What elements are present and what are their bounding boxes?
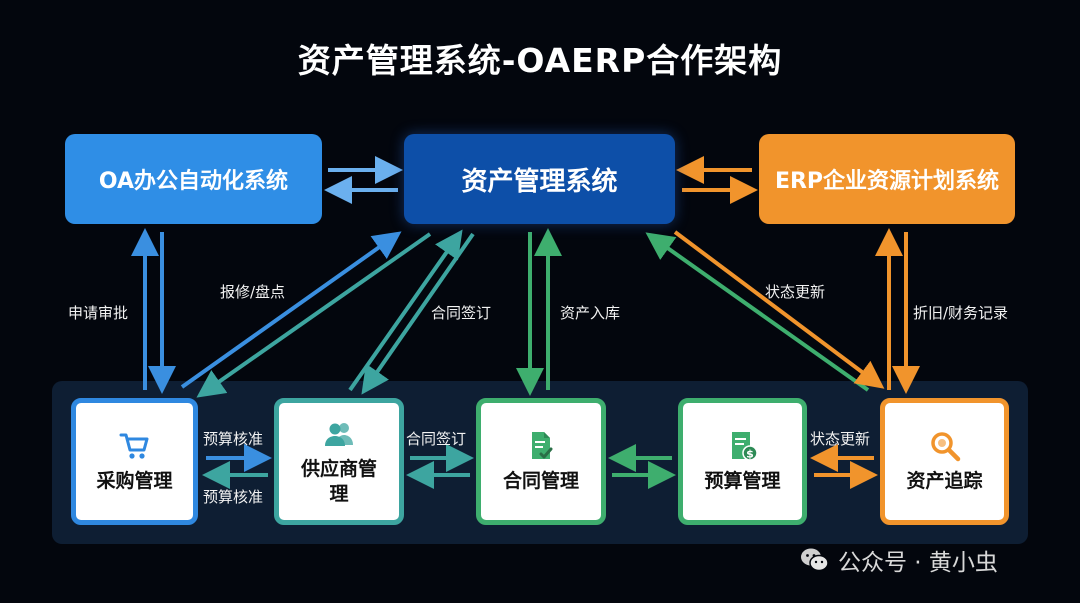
invoice-dollar-icon: $ [731, 432, 758, 461]
shopping-cart-icon [119, 433, 148, 459]
tracking-module-label: 资产追踪 [906, 470, 983, 492]
supplier-module[interactable]: 供应商管理 [274, 398, 404, 525]
label-status-update-vertical: 状态更新 [765, 283, 826, 301]
budget-module[interactable]: $ 预算管理 [678, 398, 807, 525]
svg-text:$: $ [746, 448, 754, 461]
tracking-module[interactable]: 资产追踪 [880, 398, 1009, 525]
contract-module[interactable]: 合同管理 [476, 398, 606, 525]
asset-system-box[interactable]: 资产管理系统 [404, 134, 675, 224]
magnifier-icon [930, 432, 960, 462]
label-budget-approve-bottom: 预算核准 [203, 488, 264, 506]
page-title: 资产管理系统-OAERP合作架构 [297, 41, 783, 80]
arrow-asset-to-tracking [673, 230, 885, 389]
contract-module-label: 合同管理 [502, 470, 579, 492]
arrow-purchase-to-asset [180, 231, 402, 389]
oa-system-label: OA办公自动化系统 [98, 169, 289, 194]
arrow-asset-to-purchase [196, 232, 432, 398]
document-check-icon [532, 432, 553, 459]
oa-system-box[interactable]: OA办公自动化系统 [65, 134, 322, 224]
asset-system-label: 资产管理系统 [461, 166, 618, 197]
purchase-module-label: 采购管理 [96, 470, 173, 492]
erp-system-box[interactable]: ERP企业资源计划系统 [759, 134, 1015, 224]
label-asset-inbound: 资产入库 [560, 304, 621, 322]
label-contract-sign-vertical: 合同签订 [431, 304, 492, 322]
label-apply-approve: 申请审批 [68, 304, 129, 322]
label-contract-sign-horizontal: 合同签订 [406, 430, 467, 448]
label-repair-inventory: 报修/盘点 [220, 283, 286, 301]
supplier-module-label: 供应商管理 [300, 457, 377, 505]
arrow-tracking-to-asset [645, 232, 870, 392]
erp-system-label: ERP企业资源计划系统 [774, 169, 1000, 194]
watermark-text: 公众号 · 黄小虫 [838, 550, 998, 576]
users-icon [325, 422, 353, 446]
label-depreciation-finance: 折旧/财务记录 [913, 304, 1009, 322]
arrow-asset-to-supplier [361, 232, 475, 395]
purchase-module[interactable]: 采购管理 [71, 398, 198, 525]
label-status-update-horizontal: 状态更新 [810, 430, 871, 448]
wechat-icon [801, 548, 829, 572]
watermark: 公众号 · 黄小虫 [800, 546, 998, 576]
budget-module-label: 预算管理 [704, 470, 781, 492]
label-budget-approve-top: 预算核准 [203, 430, 264, 448]
